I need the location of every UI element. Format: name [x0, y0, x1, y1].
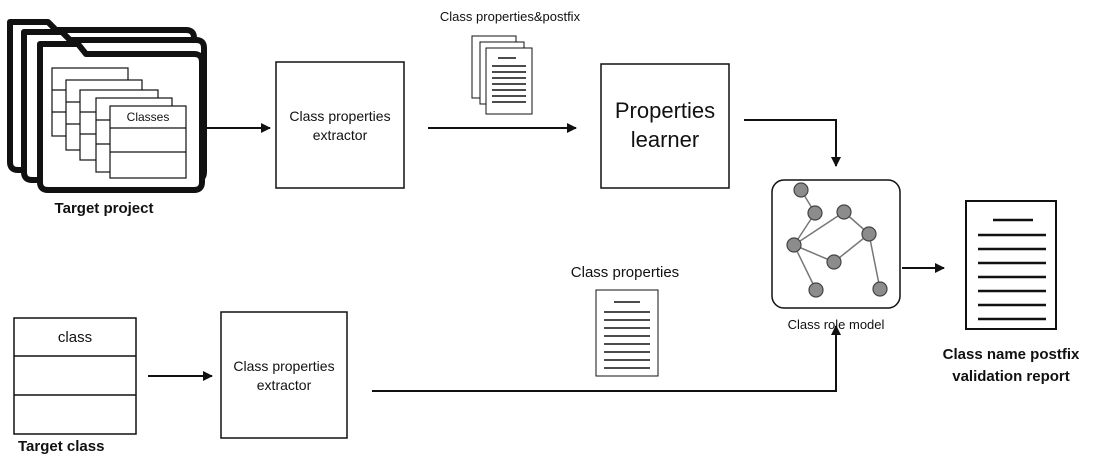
report-line1: Class name postfix: [942, 346, 1080, 363]
extractor-top-box: [275, 61, 405, 189]
report-document-icon: [965, 200, 1057, 330]
role-model-box: [771, 179, 901, 309]
extractor-bottom-box: [220, 311, 348, 439]
learner-line2: learner: [630, 127, 700, 152]
graph-network-icon: [786, 182, 888, 298]
extractor-top-line2: extractor: [312, 127, 368, 143]
extractor-bottom-line1: Class properties: [233, 358, 335, 374]
arrow-extractor-to-model: [372, 325, 841, 392]
learner-line1: Properties: [614, 98, 716, 123]
class-cards-stack: [51, 67, 187, 179]
bottom-document-label: Class properties: [570, 264, 680, 281]
document-icon: [595, 289, 659, 377]
target-class-label: Target class: [18, 438, 105, 455]
report-line2: validation report: [952, 368, 1070, 385]
extractor-top-line1: Class properties: [289, 108, 391, 124]
target-project-label: Target project: [54, 200, 154, 217]
documents-stack-icon: [471, 35, 533, 115]
target-class-box-label: class: [57, 329, 93, 346]
extractor-bottom-line2: extractor: [256, 377, 312, 393]
folder-classes-label: Classes: [126, 110, 170, 124]
target-class-box: [13, 317, 137, 435]
arrow-learner-to-model: [744, 119, 841, 167]
learner-box: [600, 63, 730, 189]
role-model-label: Class role model: [787, 317, 885, 332]
top-documents-label: Class properties&postfix: [439, 9, 581, 24]
